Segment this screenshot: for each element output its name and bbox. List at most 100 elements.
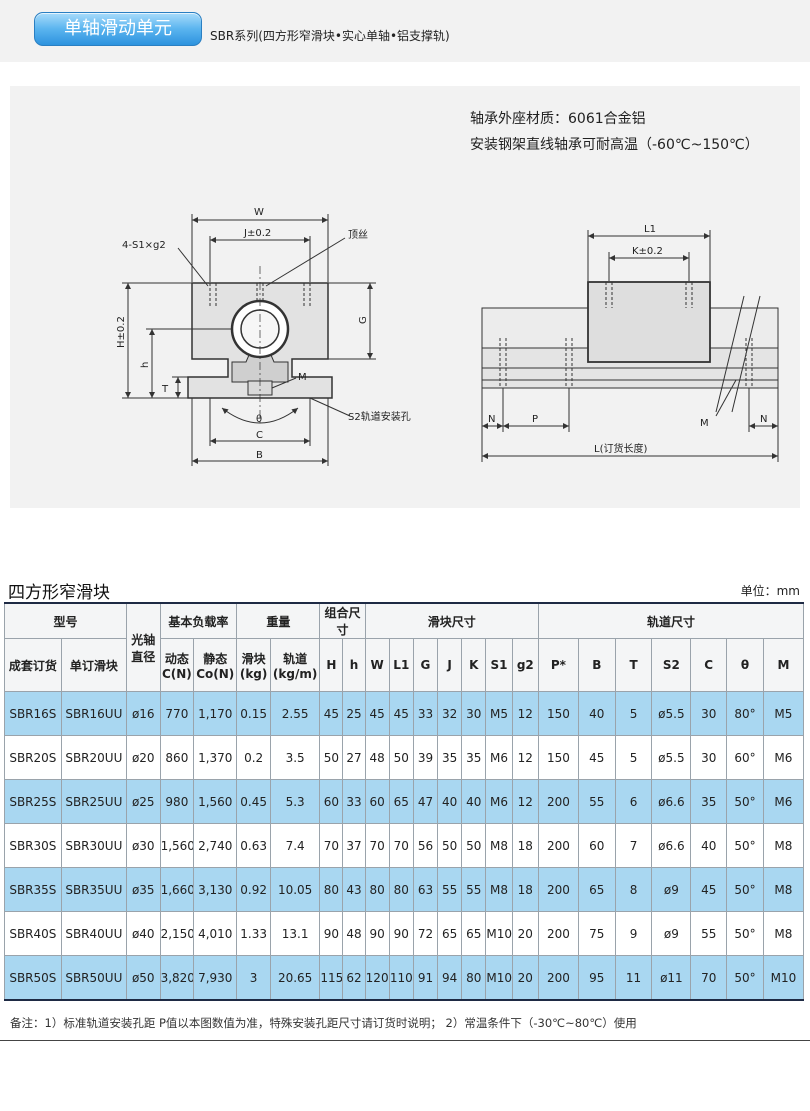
table-cell: ø9 [651,867,692,912]
th-weight-rail: 轨道(kg/m) [269,638,321,692]
table-cell: ø9 [651,911,692,956]
table-cell: M6 [762,735,805,780]
th-M: M [762,638,805,692]
table-cell: 90 [364,911,390,956]
th-K: K [461,638,487,692]
table-cell: ø25 [125,779,161,824]
table-cell: 30 [690,691,728,736]
front-view [122,214,376,466]
table-cell: 12 [511,735,539,780]
table-cell: 70 [388,823,414,868]
table-cell: 200 [537,823,579,868]
table-cell: 2,150 [159,911,195,956]
table-cell: 1,170 [193,691,238,736]
table-cell: 7,930 [193,955,238,1001]
table-cell: 3,130 [193,867,238,912]
table-cell: 25 [342,691,366,736]
table-cell: 770 [159,691,195,736]
table-cell: 200 [537,779,579,824]
table-cell: 18 [511,823,539,868]
bottom-divider [0,1040,810,1041]
temperature-line: 安装钢架直线轴承可耐高温（-60℃~150℃） [470,137,759,153]
table-cell: ø6.6 [651,779,692,824]
table-cell: 65 [388,779,414,824]
table-cell: 200 [537,867,579,912]
dim-J: J±0.2 [243,228,271,239]
table-cell: 10.05 [269,867,321,912]
side-view [481,230,779,462]
dim-P: P [532,414,538,425]
table-cell: 39 [412,735,439,780]
table-cell: 2,740 [193,823,238,868]
table-cell: 115 [319,955,344,1001]
table-cell: ø16 [125,691,161,736]
table-cell: 27 [342,735,366,780]
table-cell: 50 [461,823,487,868]
table-cell: 50° [726,911,764,956]
table-cell: 80 [388,867,414,912]
table-cell: 9 [614,911,653,956]
table-cell: 35 [690,779,728,824]
table-cell: M8 [485,867,513,912]
dim-h: h [140,362,151,368]
table-cell: 40 [461,779,487,824]
table-cell: 94 [437,955,463,1001]
th-G: G [412,638,439,692]
table-cell: ø30 [125,823,161,868]
th-block: 滑块尺寸 [364,602,539,639]
table-cell: 1,560 [193,779,238,824]
table-cell: SBR25S [4,779,62,824]
table-cell: 150 [537,691,579,736]
th-set: 成套订货 [4,638,62,692]
table-cell: 55 [437,867,463,912]
table-cell: 91 [412,955,439,1001]
table-cell: 860 [159,735,195,780]
table-cell: ø35 [125,867,161,912]
th-P: P* [537,638,579,692]
table-cell: 35 [461,735,487,780]
dim-K: K±0.2 [632,246,663,257]
table-cell: 37 [342,823,366,868]
table-cell: 18 [511,867,539,912]
table-cell: 63 [412,867,439,912]
table-cell: 62 [342,955,366,1001]
table-cell: 200 [537,911,579,956]
table-cell: M8 [762,867,805,912]
header-bar: 单轴滑动单元 SBR系列(四方形窄滑块•实心单轴•铝支撑轨) [0,0,810,62]
table-cell: SBR20UU [60,735,127,780]
label-top-screw: 顶丝 [348,229,368,241]
table-cell: 3.5 [269,735,321,780]
dim-T: T [161,384,169,395]
table-cell: 7 [614,823,653,868]
table-cell: 20 [511,911,539,956]
table-cell: 60 [319,779,344,824]
dim-M-side: M [700,418,709,429]
table-cell: 45 [319,691,344,736]
table-cell: SBR50UU [60,955,127,1001]
table-cell: 50 [437,823,463,868]
table-cell: 47 [412,779,439,824]
th-B: B [577,638,616,692]
table-cell: SBR16S [4,691,62,736]
dim-theta: θ [256,414,262,425]
section-badge: 单轴滑动单元 [34,12,202,46]
th-theta: θ [726,638,764,692]
dim-M: M [298,372,307,383]
th-J: J [437,638,463,692]
th-H: H [319,638,344,692]
table-cell: 43 [342,867,366,912]
dim-C: C [256,430,263,441]
th-W: W [364,638,390,692]
table-cell: 40 [577,691,616,736]
side-view-labels: L1 K±0.2 N P M N L(订货长度) [488,224,767,455]
table-cell: 30 [461,691,487,736]
table-cell: M10 [762,955,805,1001]
table-cell: ø11 [651,955,692,1001]
dim-L1: L1 [644,224,656,235]
table-cell: 80 [364,867,390,912]
